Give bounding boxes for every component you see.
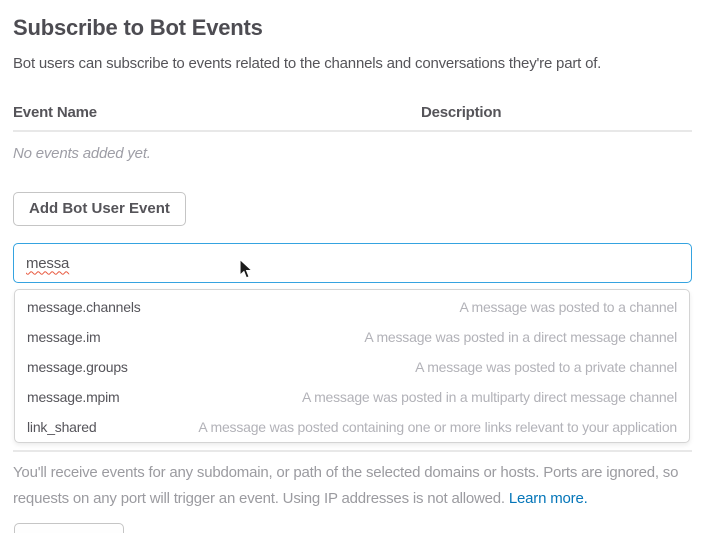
domains-note: You'll receive events for any subdomain,… <box>13 460 693 512</box>
section-divider <box>13 450 692 452</box>
suggestion-item-link-shared[interactable]: link_shared A message was posted contain… <box>15 412 689 442</box>
suggestion-description: A message was posted in a direct message… <box>364 329 677 345</box>
event-suggestion-dropdown: message.channels A message was posted to… <box>14 289 690 443</box>
event-search-input-value: messa <box>26 254 70 272</box>
suggestion-description: A message was posted containing one or m… <box>198 419 677 435</box>
suggestion-description: A message was posted to a private channe… <box>415 359 677 375</box>
empty-events-message: No events added yet. <box>13 145 151 162</box>
suggestion-description: A message was posted in a multiparty dir… <box>302 389 677 405</box>
table-header-divider <box>13 130 692 132</box>
partial-bottom-button[interactable] <box>14 523 124 533</box>
suggestion-item-message-im[interactable]: message.im A message was posted in a dir… <box>15 322 689 352</box>
event-search-input[interactable]: messa <box>13 243 692 283</box>
suggestion-item-message-groups[interactable]: message.groups A message was posted to a… <box>15 352 689 382</box>
page-subtitle: Bot users can subscribe to events relate… <box>13 55 602 72</box>
suggestion-name: link_shared <box>27 419 97 435</box>
suggestion-item-message-mpim[interactable]: message.mpim A message was posted in a m… <box>15 382 689 412</box>
domains-note-text: You'll receive events for any subdomain,… <box>13 464 679 507</box>
suggestion-name: message.im <box>27 329 101 345</box>
column-header-event-name: Event Name <box>13 104 97 121</box>
suggestion-name: message.groups <box>27 359 128 375</box>
learn-more-link[interactable]: Learn more. <box>508 490 588 507</box>
suggestion-name: message.channels <box>27 299 141 315</box>
suggestion-item-message-channels[interactable]: message.channels A message was posted to… <box>15 292 689 322</box>
suggestion-description: A message was posted to a channel <box>459 299 677 315</box>
column-header-description: Description <box>421 104 502 121</box>
suggestion-name: message.mpim <box>27 389 120 405</box>
page-title: Subscribe to Bot Events <box>13 15 263 40</box>
add-bot-user-event-button[interactable]: Add Bot User Event <box>13 192 186 226</box>
